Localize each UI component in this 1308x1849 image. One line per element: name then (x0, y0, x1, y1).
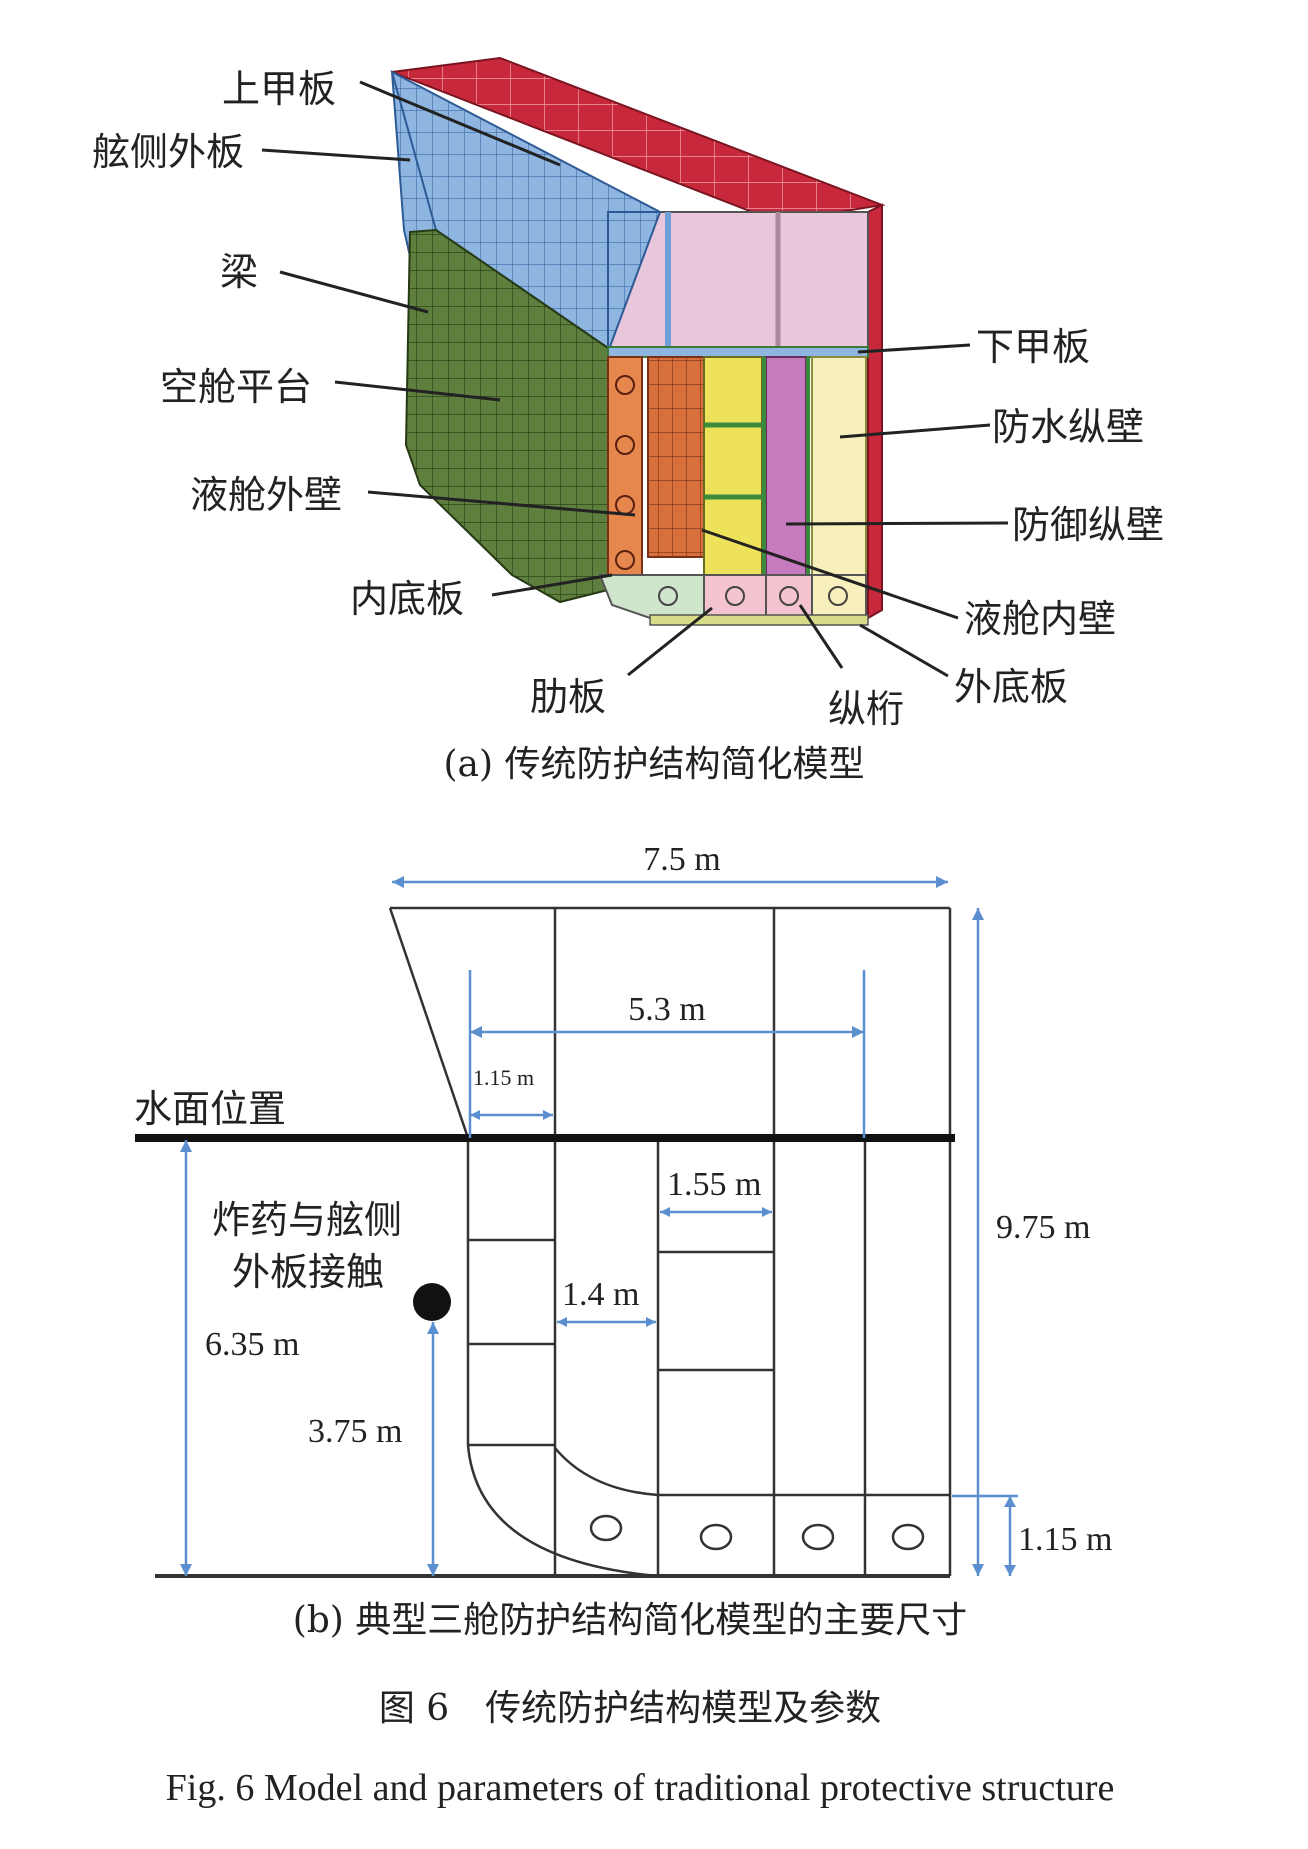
dim-label-1-15-top: 1.15 m (473, 1065, 534, 1090)
label-upper-deck: 上甲板 (222, 67, 336, 111)
bilge-curve (466, 1444, 659, 1578)
dim-label-1-4: 1.4 m (562, 1276, 639, 1313)
water-level-label: 水面位置 (134, 1087, 286, 1131)
dim-label-7-5: 7.5 m (643, 841, 720, 878)
hole (801, 1523, 835, 1551)
ship-3d-model (390, 56, 886, 626)
dim-label-6-35: 6.35 m (205, 1326, 299, 1363)
caption-a: (a) 传统防护结构简化模型 (444, 744, 865, 785)
dim-label-3-75: 3.75 m (308, 1413, 402, 1450)
arrow (470, 1110, 553, 1120)
double-bottom-left (598, 574, 705, 619)
yellow-compartment (703, 356, 763, 576)
caption-b: (b) 典型三舱防护结构简化模型的主要尺寸 (293, 1600, 968, 1641)
label-inner-bottom: 内底板 (350, 577, 464, 621)
leader-floor (627, 606, 713, 677)
hole (615, 375, 635, 395)
label-floor-plate: 肋板 (530, 675, 606, 719)
label-defense-bulkhead: 防御纵壁 (1012, 503, 1164, 547)
leader-void-platform (334, 380, 501, 402)
label-lower-deck: 下甲板 (976, 325, 1090, 369)
tank-outer-column (607, 356, 643, 576)
charge-label-line-2: 外板接触 (232, 1250, 384, 1294)
dim-label-1-55: 1.55 m (667, 1166, 761, 1203)
label-longitudinal-girder: 纵桁 (828, 687, 904, 731)
explosive-charge (413, 1283, 451, 1321)
arrow (557, 1317, 656, 1327)
outer-bottom-strip (649, 614, 869, 626)
cream-compartment (811, 356, 867, 576)
leader-girder (798, 604, 844, 669)
leader-outer-bottom (859, 623, 949, 678)
leader-inner-bottom (491, 573, 613, 597)
side-slope (388, 907, 470, 1139)
section-labels: 7.5 m 5.3 m 1.15 m 1.55 m 1.4 m 9.75 m 1… (134, 841, 1112, 1558)
dim-label-5-3: 5.3 m (628, 991, 705, 1028)
part-a-leaders (261, 80, 1009, 678)
label-side-shell: 舷侧外板 (92, 130, 244, 174)
hole (615, 435, 635, 455)
lower-deck-band (607, 346, 869, 358)
hole (891, 1523, 925, 1551)
hole (828, 586, 848, 606)
leader-watertight (839, 423, 991, 439)
right-edge-face (867, 203, 883, 620)
hole (725, 586, 745, 606)
hole (699, 1523, 733, 1551)
section-drawing (135, 906, 955, 1578)
hole (615, 550, 635, 570)
charge-label-line-1: 炸药与舷侧 (212, 1198, 402, 1242)
double-bottom-cell-3 (811, 574, 867, 619)
figure-title-cn: 图 6 传统防护结构模型及参数 (379, 1688, 881, 1729)
figure-title-en: Fig. 6 Model and parameters of tradition… (166, 1767, 1115, 1809)
magenta-compartment (765, 356, 807, 576)
inner-bilge-curve (554, 1447, 659, 1497)
dim-label-1-15-bottom: 1.15 m (1018, 1521, 1112, 1558)
label-beam: 梁 (220, 250, 258, 294)
dimension-lines (180, 876, 1018, 1576)
front-upper-slope (607, 211, 662, 353)
label-outer-bottom: 外底板 (954, 665, 1068, 709)
label-void-platform: 空舱平台 (160, 365, 312, 409)
tank-inner-grid (647, 356, 705, 558)
leader-tank-inner (701, 528, 959, 620)
leader-defense (785, 521, 1009, 526)
label-watertight-bulkhead: 防水纵壁 (992, 405, 1144, 449)
leader-tank-outer (367, 490, 636, 517)
leader-lower-deck (857, 343, 971, 354)
leader-side-shell (261, 148, 411, 162)
leader-upper-deck (359, 80, 561, 167)
hole (658, 586, 678, 606)
dim-label-9-75: 9.75 m (996, 1209, 1090, 1246)
hole (779, 586, 799, 606)
part-a-labels: 上甲板 舷侧外板 梁 空舱平台 液舱外壁 内底板 肋板 纵桁 外底板 液舱内壁 … (92, 67, 1164, 731)
double-bottom-cell-1 (703, 574, 767, 619)
hole (589, 1514, 623, 1542)
leader-beam (279, 270, 429, 314)
label-tank-outer-wall: 液舱外壁 (190, 473, 342, 517)
label-tank-inner-wall: 液舱内壁 (964, 597, 1116, 641)
